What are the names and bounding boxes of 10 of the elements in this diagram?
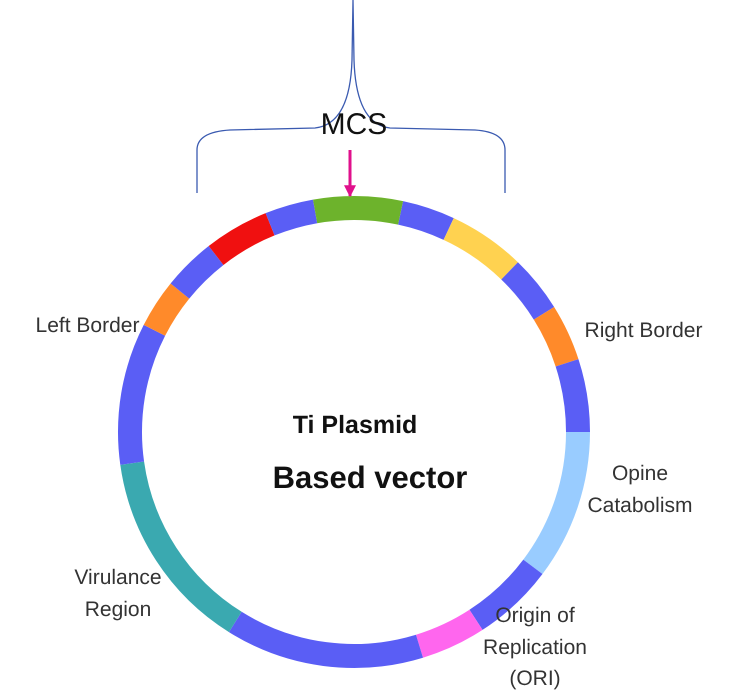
arrow <box>344 150 356 198</box>
region-label: Left Border <box>34 313 140 339</box>
plasmid-name: Ti Plasmid <box>292 410 418 441</box>
region-label: MCS <box>320 108 388 142</box>
ring-segment <box>314 196 403 225</box>
region-label: Origin of Replication (ORI) <box>482 603 588 692</box>
region-label: Opine Catabolism <box>586 461 694 518</box>
plasmid-name: Based vector <box>272 459 468 497</box>
region-label: Virulance Region <box>73 565 163 622</box>
region-label: Right Border <box>584 318 704 344</box>
